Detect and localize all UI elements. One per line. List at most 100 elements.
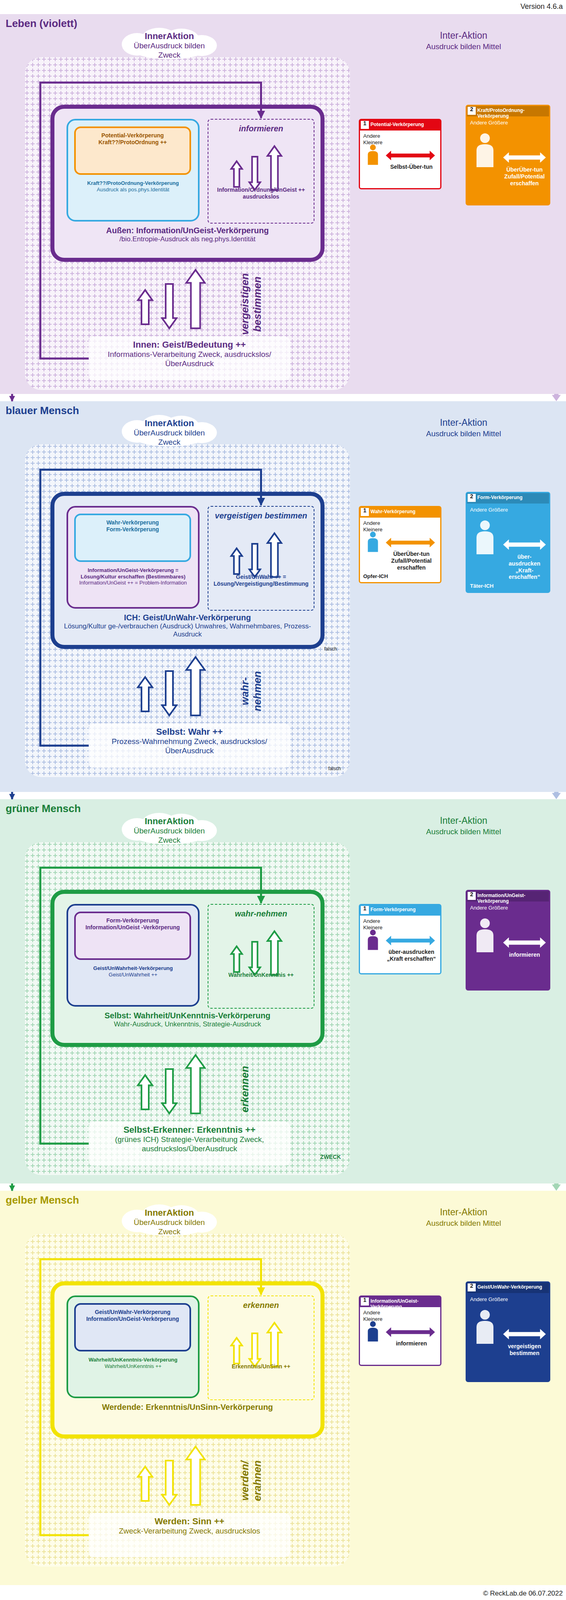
node-text: /bio.Entropie-Ausdruck als neg.phys.Iden… — [62, 235, 313, 244]
node-heading: Form-Verkörperung — [370, 907, 439, 914]
node-text: Form-Verkörperung — [79, 526, 186, 534]
node-text: Zweck-Verarbeitung Zweck, ausdruckslos — [92, 1527, 287, 1538]
middle-box: Kraft??/ProtoOrdnung-VerkörperungAusdruc… — [66, 118, 200, 222]
text-group: Außen: Information/UnGeist-Verkörperung/… — [62, 225, 313, 244]
text-group: grüner Mensch — [5, 803, 248, 816]
inner-box: Geist/UnWahr-VerkörperungInformation/UnG… — [74, 1304, 192, 1353]
text-group: Werdende: Erkenntnis/UnSinn-Verkörperung — [62, 1403, 313, 1413]
zone-arrows — [224, 144, 298, 194]
node-heading: Werden: Sinn ++ — [92, 1517, 287, 1528]
connector — [11, 394, 14, 402]
person-head — [480, 520, 490, 531]
inter-action-card: Potential-VerkörperungAndere KleinereSel… — [358, 118, 442, 190]
node-text: Information/UnGeist-Verkörperung — [79, 1316, 186, 1324]
text-group: Potential-VerkörperungAndere KleinereSel… — [359, 120, 441, 189]
node-text: Andere Größere — [470, 1297, 515, 1304]
node-text: Information/UnGeist ++ = Problem-Informa… — [72, 580, 194, 587]
inner-text-box: Selbst-Erkenner: Erkenntnis ++(grünes IC… — [88, 1122, 291, 1167]
panel-crosses — [24, 444, 350, 778]
middle-box: Information/UnGeist-Verkörperung = Lösun… — [66, 506, 200, 610]
person-head — [480, 133, 490, 144]
thick-arrow — [186, 657, 205, 716]
node-text: ÜberAusdruck bilden Zweck — [124, 428, 214, 448]
node-heading: blauer Mensch — [5, 404, 248, 418]
thick-arrows — [129, 1445, 226, 1515]
node-text: Informations-Verarbeitung Zweck, ausdruc… — [92, 350, 287, 369]
callout-number: 2 — [467, 106, 477, 113]
inter-action-card: Geist/UnWahr-VerkörperungAndere Größerev… — [465, 1282, 551, 1384]
node-text: Andere Kleinere — [363, 520, 400, 533]
inter-action-card: Form-VerkörperungAndere Kleinereüber-aus… — [358, 904, 442, 976]
label: falsch — [318, 646, 343, 653]
inter-action-card: Kraft/ProtoOrdnung-VerkörperungAndere Gr… — [465, 104, 551, 206]
text-group: InnerAktionÜberAusdruck bilden Zweck — [124, 418, 214, 448]
card-header — [359, 507, 441, 519]
thick-arrow — [231, 161, 243, 188]
node-heading: wahr-nehmen — [212, 909, 310, 920]
inner-text-box: Werden: Sinn ++Zweck-Verarbeitung Zweck,… — [88, 1514, 291, 1559]
panel-crosses — [24, 1234, 350, 1568]
person-head — [370, 1322, 376, 1328]
node-text: Andere Größere — [470, 905, 515, 912]
panel-ground — [24, 1234, 350, 1568]
node-text: Selbst-Über-tun — [384, 163, 438, 171]
panel-ground — [24, 444, 350, 778]
person-head — [370, 930, 376, 937]
node-text: Wahrheit/UnKenntnis ++ — [72, 1364, 194, 1371]
person-body — [476, 1321, 494, 1345]
connector — [40, 82, 262, 359]
text-group: InnerAktionÜberAusdruck bilden Zweck — [124, 816, 214, 846]
inter-action-card: Information/UnGeist-VerkörperungAndere K… — [358, 1296, 442, 1368]
page-note: © ReckLab.de 06.07.2022 — [403, 1590, 563, 1599]
zone-arrows — [224, 930, 298, 979]
inner-box: Form-VerkörperungInformation/UnGeist -Ve… — [74, 912, 192, 961]
inner-box: Wahr-VerkörperungForm-Verkörperung — [74, 513, 192, 563]
text-group: Form-VerkörperungInformation/UnGeist -Ve… — [79, 917, 186, 932]
text-group: Werden: Sinn ++Zweck-Verarbeitung Zweck,… — [92, 1517, 287, 1538]
inter-action-card: Wahr-VerkörperungAndere KleinereÜberÜber… — [358, 506, 442, 584]
zone-arrows — [224, 1322, 298, 1371]
text-group: erkennenErkenntnis/UnSinn ++ — [212, 1301, 310, 1372]
thick-arrow — [249, 544, 261, 578]
node-heading: Information/UnGeist-Verkörperung = Lösun… — [72, 567, 194, 581]
node-heading: erkennen — [212, 1301, 310, 1311]
thick-arrow — [231, 548, 243, 575]
callout-number: 2 — [467, 493, 477, 501]
text-group: vergeistigen bestimmenGeist/UnWahr ++ = … — [212, 511, 310, 588]
inter-action-card: Form-VerkörperungAndere Größereüber-ausd… — [465, 492, 551, 594]
thick-arrows — [129, 268, 226, 337]
text-group: blauer Mensch — [5, 404, 248, 418]
thick-arrow — [162, 1069, 177, 1115]
double-arrow — [503, 539, 546, 551]
arrow-word: werden/ erahnen — [238, 1449, 264, 1515]
dashed-zone: vergeistigen bestimmenGeist/UnWahr ++ = … — [207, 506, 315, 612]
middle-box: Wahrheit/UnKenntnis-VerkörperungWahrheit… — [66, 1296, 200, 1400]
band-arrow — [551, 1184, 561, 1192]
node-heading: Selbst-Erkenner: Erkenntnis ++ — [92, 1125, 287, 1137]
outer-box: Selbst: Wahrheit/UnKenntnis-Verkörperung… — [50, 890, 325, 1048]
node-text: Andere Kleinere — [363, 133, 400, 146]
connector — [11, 792, 14, 800]
person-body — [476, 531, 494, 555]
panel-crosses — [24, 842, 350, 1176]
panel-ground — [24, 57, 350, 391]
text-group: Wahrheit/UnKenntnis-VerkörperungWahrheit… — [72, 1357, 194, 1371]
label: ZWECK — [314, 1154, 347, 1162]
text-group: Kraft??/ProtoOrdnung-VerkörperungAusdruc… — [72, 180, 194, 193]
callout-number: 1 — [360, 507, 370, 515]
thick-arrow — [267, 533, 282, 578]
person-body — [476, 930, 494, 954]
label: Inter-Aktion — [403, 1207, 525, 1220]
double-arrow — [385, 936, 435, 947]
node-text: Wahr-Ausdruck, Unkenntnis, Strategie-Aus… — [62, 1021, 313, 1030]
inner-text-box: Selbst: Wahr ++Prozess-Wahrnehmung Zweck… — [88, 724, 291, 769]
dashed-zone: wahr-nehmenWahrheit/UnKenntnis ++ — [207, 904, 315, 1010]
label: Ausdruck bilden Mittel — [419, 828, 508, 838]
arrow-word: vergeistigen bestimmen — [238, 272, 264, 337]
node-text: ÜberAusdruck bilden Zweck — [124, 827, 214, 846]
node-heading: Wahrheit/UnKenntnis-Verkörperung — [72, 1357, 194, 1365]
inner-action-cloud: InnerAktionÜberAusdruck bilden Zweck — [120, 26, 218, 65]
inner-box: Potential-VerkörperungKraft??/ProtoOrdnu… — [74, 126, 192, 175]
inner-text-box: Innen: Geist/Bedeutung ++Informations-Ve… — [88, 336, 291, 381]
card-header — [466, 493, 550, 504]
